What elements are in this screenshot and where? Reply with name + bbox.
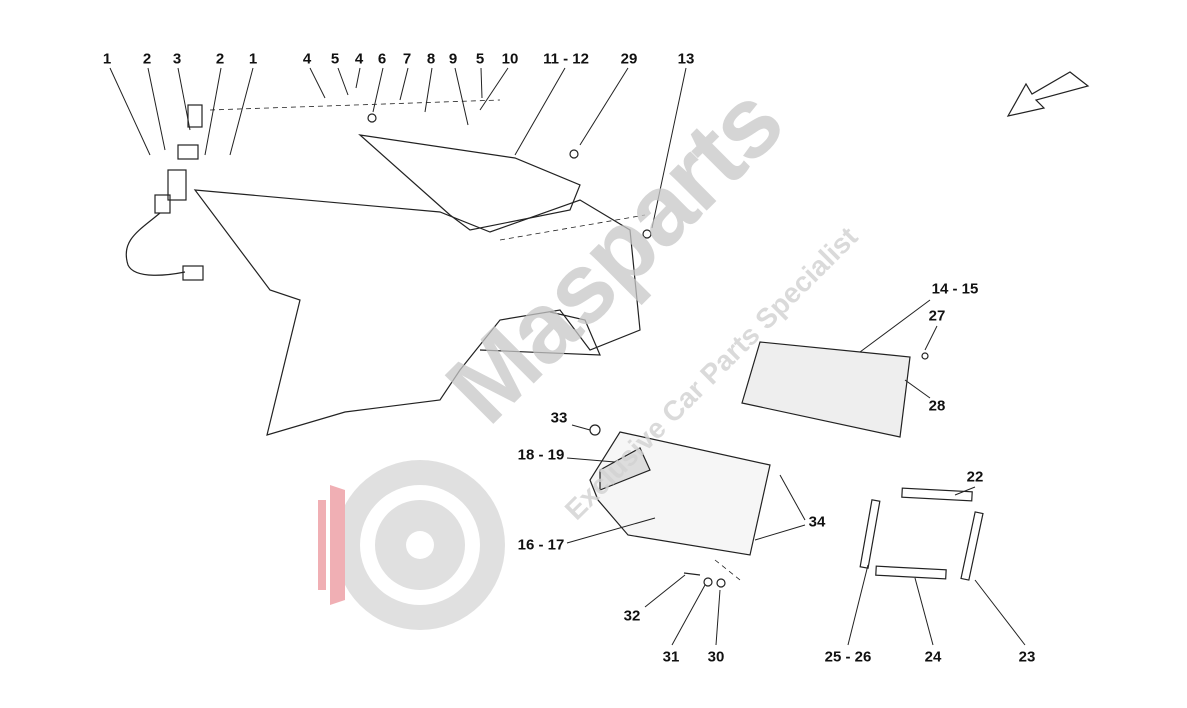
callout-14-15[interactable]: 14 - 15 (931, 280, 979, 298)
seal-24 (875, 565, 947, 580)
callout-33[interactable]: 33 (550, 409, 568, 427)
callout-29[interactable]: 29 (620, 50, 638, 68)
callout-25-26[interactable]: 25 - 26 (824, 648, 872, 666)
callout-28[interactable]: 28 (928, 397, 946, 415)
callout-6[interactable]: 6 (377, 50, 387, 68)
seal-25-26 (859, 499, 881, 569)
callout-18-19[interactable]: 18 - 19 (517, 446, 565, 464)
callout-11-12[interactable]: 11 - 12 (543, 50, 589, 68)
callout-34[interactable]: 34 (808, 513, 826, 531)
leader-lines (109, 67, 1026, 646)
callout-4[interactable]: 4 (354, 50, 364, 68)
callout-1[interactable]: 1 (102, 50, 112, 68)
callout-22[interactable]: 22 (966, 468, 984, 486)
callout-1[interactable]: 1 (248, 50, 258, 68)
callout-8[interactable]: 8 (426, 50, 436, 68)
callout-2[interactable]: 2 (215, 50, 225, 68)
callout-30[interactable]: 30 (707, 648, 725, 666)
callout-13[interactable]: 13 (677, 50, 695, 68)
callout-3[interactable]: 3 (172, 50, 182, 68)
callout-5[interactable]: 5 (475, 50, 485, 68)
callout-2[interactable]: 2 (142, 50, 152, 68)
callout-32[interactable]: 32 (623, 607, 641, 625)
callout-23[interactable]: 23 (1018, 648, 1036, 666)
seal-23 (960, 511, 984, 581)
seal-22 (901, 487, 973, 502)
callout-5[interactable]: 5 (330, 50, 340, 68)
sensor-part (125, 104, 204, 281)
direction-arrow (1006, 71, 1090, 117)
callout-7[interactable]: 7 (402, 50, 412, 68)
callout-9[interactable]: 9 (448, 50, 458, 68)
callout-31[interactable]: 31 (662, 648, 680, 666)
callout-10[interactable]: 10 (501, 50, 519, 68)
callout-4[interactable]: 4 (302, 50, 312, 68)
rear-fender (193, 134, 641, 436)
callout-24[interactable]: 24 (924, 648, 942, 666)
callout-16-17[interactable]: 16 - 17 (517, 536, 565, 554)
masparts-logo-disc (318, 460, 505, 630)
callout-27[interactable]: 27 (928, 307, 946, 325)
grille-panel (741, 341, 911, 438)
